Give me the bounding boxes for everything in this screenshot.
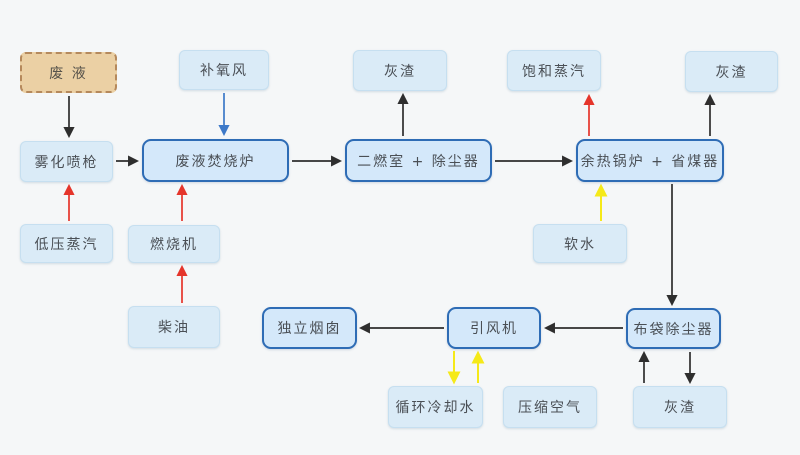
- node-label: 灰渣: [715, 64, 748, 81]
- node-label: 灰渣: [384, 63, 416, 80]
- node-label: 软水: [564, 236, 596, 253]
- node-atomizing-gun: 雾化喷枪: [20, 141, 113, 182]
- node-label: 灰渣: [664, 400, 696, 416]
- node-cooling-water: 循环冷却水: [388, 386, 483, 428]
- node-label: 布袋除尘器: [633, 321, 714, 338]
- node-lp-steam: 低压蒸汽: [20, 224, 113, 263]
- node-bag-filter: 布袋除尘器: [626, 308, 721, 349]
- node-label: 二燃室 + 除尘器: [357, 153, 480, 170]
- node-label: 补氧风: [200, 63, 248, 79]
- node-soft-water: 软水: [533, 224, 627, 263]
- node-label: 饱和蒸汽: [522, 63, 586, 80]
- node-label: 燃烧机: [150, 237, 198, 253]
- node-draft-fan: 引风机: [447, 307, 541, 349]
- node-burner: 燃烧机: [128, 225, 220, 263]
- node-label: 低压蒸汽: [34, 236, 99, 253]
- node-compressed-air: 压缩空气: [503, 386, 597, 428]
- node-chimney: 独立烟囱: [262, 307, 357, 349]
- node-ash-top-2: 灰渣: [685, 51, 778, 92]
- node-label: 柴油: [158, 320, 190, 336]
- node-diesel: 柴油: [128, 306, 220, 348]
- node-waste-heat-boiler: 余热锅炉 + 省煤器: [576, 139, 724, 182]
- node-label: 废液焚烧炉: [175, 153, 256, 170]
- node-label: 雾化喷枪: [34, 154, 99, 171]
- node-label: 压缩空气: [518, 400, 582, 416]
- node-saturated-steam: 饱和蒸汽: [507, 50, 601, 91]
- node-label: 循环冷却水: [395, 400, 476, 416]
- node-incinerator: 废液焚烧炉: [142, 139, 289, 182]
- node-label: 独立烟囱: [277, 321, 342, 337]
- node-label: 引风机: [470, 321, 518, 337]
- node-oxygen-air: 补氧风: [179, 50, 269, 90]
- node-ash-bottom: 灰渣: [633, 386, 727, 428]
- node-secondary-chamber: 二燃室 + 除尘器: [345, 139, 492, 182]
- node-ash-top-1: 灰渣: [353, 50, 447, 91]
- node-label: 废 液: [49, 65, 88, 82]
- node-waste-liquid: 废 液: [20, 52, 117, 93]
- node-label: 余热锅炉 + 省煤器: [580, 153, 720, 170]
